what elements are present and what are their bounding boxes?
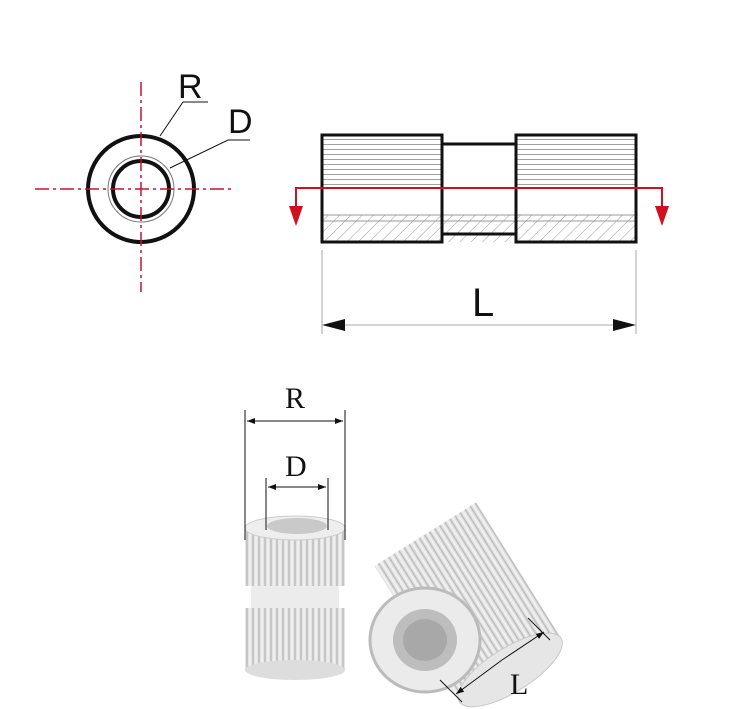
side-view: L [289,133,669,334]
outer-label: R [178,68,203,106]
end-view: R D [35,68,253,292]
photo-inner-label: D [285,450,307,483]
length-label: L [472,281,494,325]
photo-outer-label: R [285,382,305,415]
inner-label: D [228,103,253,141]
product-photo: R D L [244,382,563,708]
section-arrow-right [655,206,669,226]
upright-insert-bottom [245,608,345,670]
photo-length-label: L [510,668,528,701]
section-line [295,187,663,210]
section-arrow-left [289,206,303,226]
r-leader [159,101,208,137]
d-leader [169,139,250,169]
